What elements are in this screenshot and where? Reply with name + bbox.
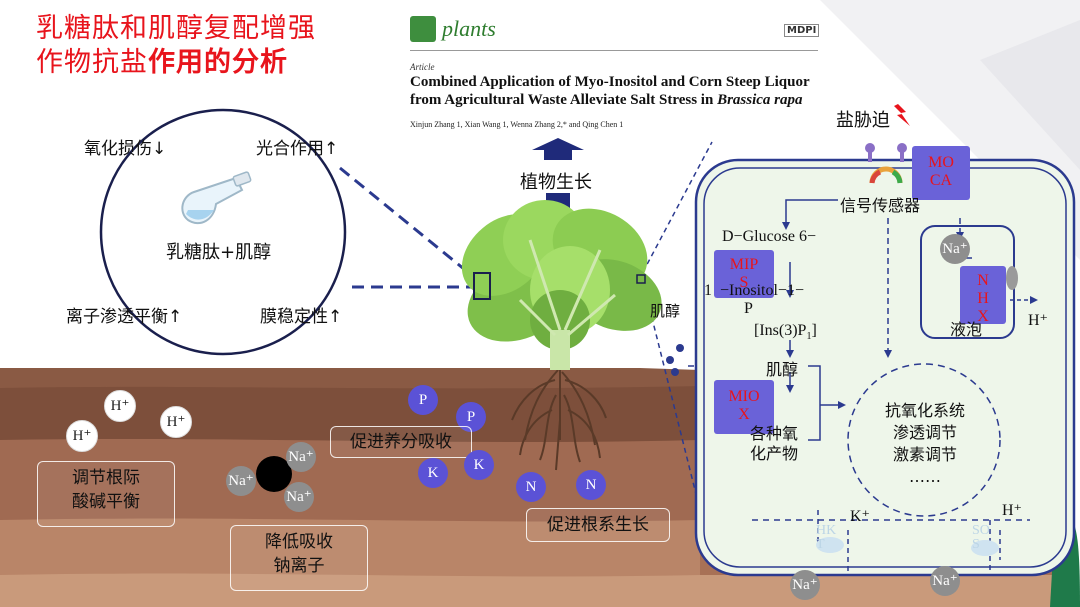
article-header: plants MDPI Article Combined Application… [410, 14, 820, 134]
label-salt-stress: 盐胁迫 [836, 110, 890, 131]
ion-p: P [456, 402, 486, 432]
flask-icon [176, 170, 272, 230]
title-line-2-normal: 作物抗盐 [36, 47, 148, 78]
role-antioxidant: 抗氧化系统 [884, 401, 965, 420]
roles-list: 抗氧化系统 渗透调节 激素调节 …… [870, 400, 980, 488]
header-divider [410, 50, 818, 51]
ion-h: H⁺ [160, 406, 192, 438]
label-membrane-stability: 膜稳定性↑ [260, 307, 343, 327]
role-hormone: 激素调节 [892, 445, 957, 464]
ion-h: H⁺ [104, 390, 136, 422]
role-ellipsis: …… [909, 467, 941, 486]
label-inositol-1p: 1 −Inositol−1− P [704, 282, 804, 317]
miox-enzyme: MIO X [714, 380, 774, 434]
ion-n: N [516, 472, 546, 502]
label-signal-sensor: 信号传感器 [840, 196, 921, 215]
ion-n: N [576, 470, 606, 500]
label-center-compound: 乳糖肽+肌醇 [166, 242, 272, 263]
label-vacuole: 液泡 [950, 320, 983, 339]
ion-h: H⁺ [66, 420, 98, 452]
box-nutrient-uptake: 促进养分吸收 [330, 426, 472, 458]
article-title-line-1: Combined Application of Myo-Inositol and… [410, 74, 810, 90]
box-reduce-sodium: 降低吸收 钠离子 [230, 525, 368, 591]
title-line-2: 作物抗盐作用的分析 [36, 46, 316, 80]
ins3p-subscript: 1 [806, 331, 812, 343]
label-k-plus: K⁺ [850, 508, 870, 525]
article-title-species: Brassica rapa [717, 92, 803, 108]
ion-na: Na⁺ [284, 482, 314, 512]
mdpi-logo: MDPI [784, 24, 820, 37]
ins3p-end: ] [811, 322, 817, 339]
label-ion-balance: 离子渗透平衡↑ [66, 307, 183, 327]
slide-title: 乳糖肽和肌醇复配增强 作物抗盐作用的分析 [36, 12, 316, 80]
ion-na-outside: Na⁺ [790, 570, 820, 600]
box-root-growth: 促进根系生长 [526, 508, 670, 542]
label-h-plus-vacuole: H⁺ [1028, 312, 1048, 329]
title-line-2-bold: 作用的分析 [148, 47, 288, 78]
role-osmotic: 渗透调节 [892, 423, 957, 442]
ins3p-text: [Ins(3)P [754, 322, 807, 339]
article-title-prefix: from Agricultural Waste Alleviate Salt S… [410, 92, 718, 108]
ion-na-outside: Na⁺ [930, 566, 960, 596]
hkt-transporter: HK T [816, 523, 837, 552]
ion-na: Na⁺ [286, 442, 316, 472]
label-oxidative-damage: 氧化损伤↓ [84, 139, 167, 159]
ion-na: Na⁺ [226, 466, 256, 496]
label-oxidation-products: 各种氧 化产物 [750, 424, 799, 463]
mips-enzyme: MIP S [714, 250, 774, 298]
moca-protein: MO CA [912, 146, 970, 200]
label-inositol-leaf: 肌醇 [650, 302, 681, 320]
label-glucose: D−Glucose 6− [722, 228, 817, 245]
article-title-line-2: from Agricultural Waste Alleviate Salt S… [410, 92, 803, 109]
label-h-plus-membrane: H⁺ [1002, 502, 1022, 519]
plants-leaf-icon [410, 16, 436, 42]
box-regulate-ph: 调节根际 酸碱平衡 [37, 461, 175, 527]
label-plant-growth: 植物生长 [520, 172, 592, 193]
label-ins3p: [Ins(3)P1] [754, 322, 817, 342]
title-line-1: 乳糖肽和肌醇复配增强 [36, 13, 316, 44]
journal-name: plants [442, 16, 496, 41]
nhx-transporter: N H X [960, 266, 1006, 325]
label-photosynthesis: 光合作用↑ [256, 139, 339, 159]
ion-k: K [464, 450, 494, 480]
article-authors: Xinjun Zhang 1, Xian Wang 1, Wenna Zhang… [410, 120, 624, 129]
ion-k: K [418, 458, 448, 488]
sos-transporter: SO S [972, 523, 990, 552]
ion-na-vacuole: Na⁺ [940, 234, 970, 264]
article-type: Article [410, 62, 435, 72]
label-inositol-cell: 肌醇 [766, 360, 799, 379]
ion-p: P [408, 385, 438, 415]
